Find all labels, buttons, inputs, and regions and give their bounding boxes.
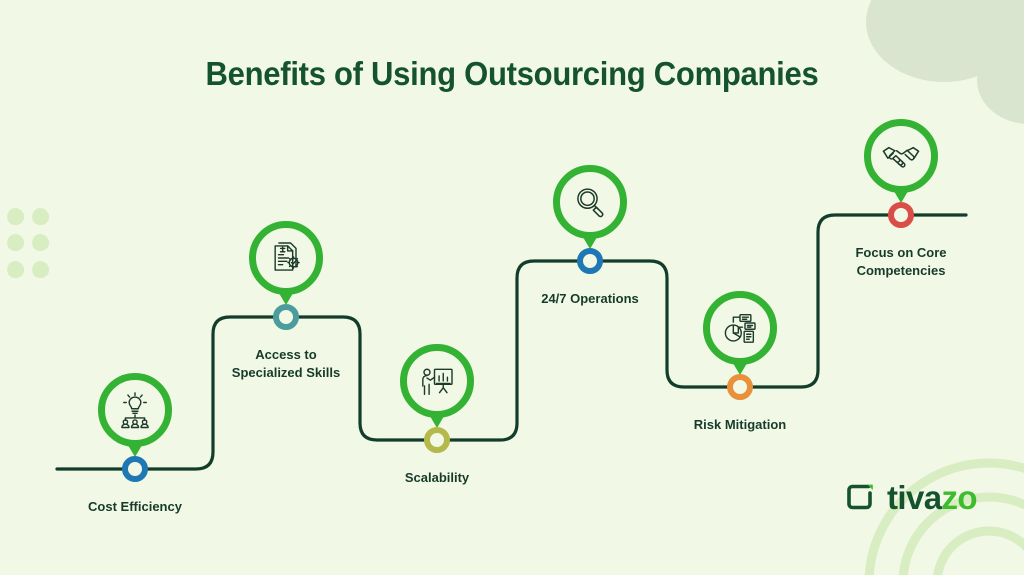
timeline-dot-risk-mitigation[interactable] — [727, 374, 753, 400]
pin-access-specialized-skills[interactable] — [249, 221, 323, 305]
timeline-dot-cost-efficiency[interactable] — [122, 456, 148, 482]
pin-cost-efficiency[interactable] — [98, 373, 172, 457]
lightbulb-team-icon — [121, 392, 149, 429]
pin-focus-core-competencies[interactable] — [864, 119, 938, 203]
handshake-icon — [882, 146, 920, 168]
pin-scalability[interactable] — [400, 344, 474, 428]
pie-chart-documents-icon — [724, 313, 756, 343]
icon-badge — [864, 119, 938, 193]
timeline-label-scalability: Scalability — [404, 470, 470, 485]
logo-text-accent: zo — [941, 478, 977, 516]
logo-wordmark: tivazo — [887, 478, 978, 516]
timeline-dot-scalability[interactable] — [424, 427, 450, 453]
timeline-label-focus-core-competencies: Focus on Core Competencies — [855, 245, 947, 278]
timeline-label-access-specialized-skills: Access to Specialized Skills — [231, 347, 341, 380]
icon-badge — [98, 373, 172, 447]
timeline-dot-focus-core-competencies[interactable] — [888, 202, 914, 228]
logo-text-primary: tiva — [887, 478, 942, 516]
timeline-label-operations: 24/7 Operations — [541, 291, 639, 306]
timeline-dot-access-specialized-skills[interactable] — [273, 304, 299, 330]
page-title: Benefits of Using Outsourcing Companies — [205, 55, 819, 92]
icon-badge — [553, 165, 627, 239]
pin-operations[interactable] — [553, 165, 627, 249]
icon-badge — [400, 344, 474, 418]
document-gear-certificate-icon — [274, 242, 300, 271]
bracket-square-icon — [847, 484, 873, 510]
timeline-label-risk-mitigation: Risk Mitigation — [693, 417, 787, 432]
timeline-dot-operations[interactable] — [577, 248, 603, 274]
brand-logo[interactable]: tivazo — [844, 478, 978, 516]
icon-badge — [703, 291, 777, 365]
timeline-label-cost-efficiency: Cost Efficiency — [88, 499, 182, 514]
pin-risk-mitigation[interactable] — [703, 291, 777, 375]
presentation-board-icon — [422, 368, 453, 396]
magnifying-glass-icon — [577, 188, 604, 218]
icon-badge — [249, 221, 323, 295]
